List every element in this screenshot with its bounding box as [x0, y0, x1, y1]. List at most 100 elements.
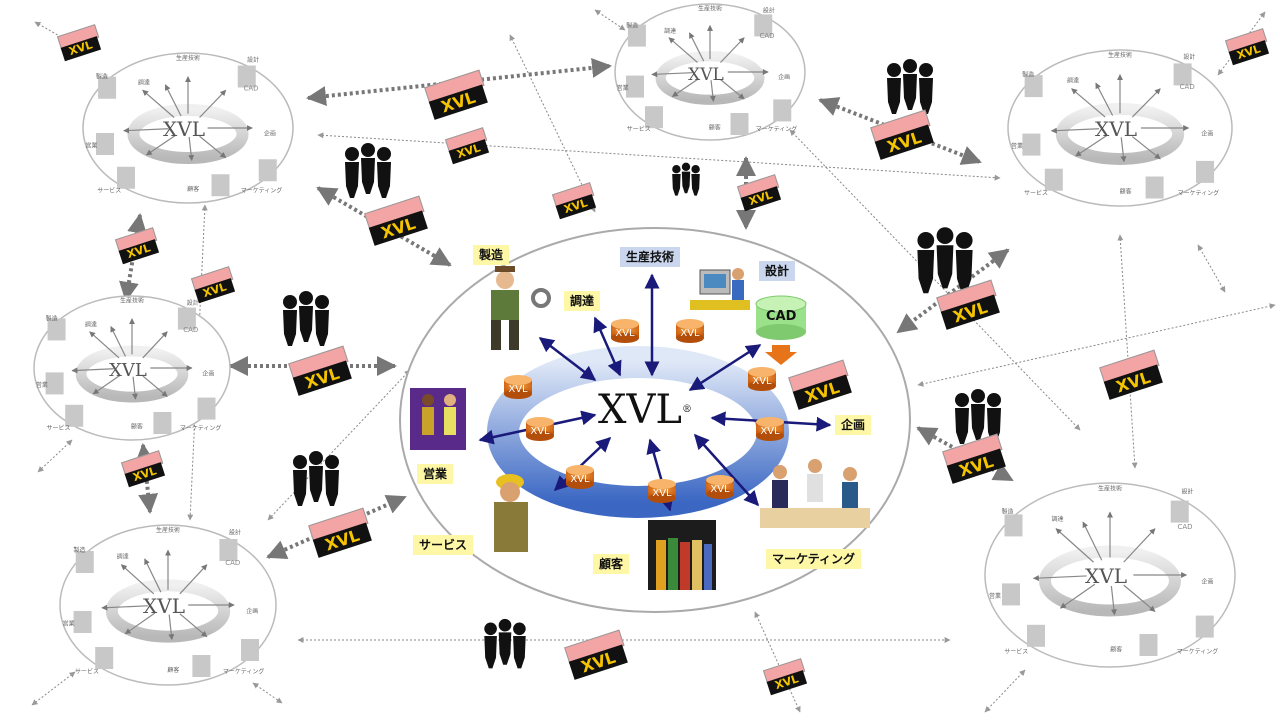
- satellite-role-label: 設計: [229, 528, 241, 536]
- satellite-figure: [153, 412, 172, 434]
- satellite-figure: [1139, 634, 1158, 656]
- xvl-disc-label: XVL: [652, 488, 672, 499]
- manufacturing-worker-figure: [491, 266, 551, 350]
- satellite-arrow: [668, 37, 698, 63]
- satellite-arrow: [720, 37, 745, 63]
- customer-crowd-figure: [648, 520, 716, 590]
- xvl-disc-label: XVL: [508, 384, 528, 395]
- satellite-arrow: [188, 136, 195, 161]
- satellite-figure: [1173, 63, 1192, 86]
- service-worker-figure: [494, 474, 528, 552]
- satellite-arrow: [651, 71, 693, 78]
- satellite-diagram: XVL製造調達生産技術設計企画営業サービス顧客マーケティングCAD: [614, 3, 806, 141]
- satellite-figure: [47, 318, 66, 341]
- satellite-role-label: 生産技術: [698, 4, 722, 12]
- satellite-figure: [219, 539, 238, 561]
- satellite-arrow: [720, 79, 745, 100]
- satellite-figure: [1027, 624, 1045, 647]
- satellite-figure: [730, 113, 749, 135]
- satellite-role-label: 営業: [36, 381, 48, 389]
- satellite-role-label: マーケティング: [241, 187, 283, 195]
- satellite-figure: [1022, 133, 1041, 156]
- satellite-role-label: 企画: [246, 607, 258, 615]
- satellite-role-label: サービス: [627, 125, 651, 133]
- satellite-diagram: XVL製造調達生産技術設計企画営業サービス顧客マーケティングCAD: [82, 52, 294, 204]
- satellite-arrow: [1060, 583, 1096, 609]
- satellite-role-label: 企画: [778, 73, 790, 81]
- satellite-arrow: [671, 78, 699, 97]
- role-manufacturing: 製造: [473, 245, 510, 265]
- satellite-arrow: [1120, 137, 1127, 163]
- satellite-figure: [1170, 500, 1189, 523]
- satellite-role-label: サービス: [1004, 647, 1028, 655]
- satellite-role-label: 生産技術: [156, 526, 180, 534]
- xvl-disc: XVL: [611, 319, 639, 343]
- people-group: [283, 291, 329, 346]
- xvl-disc-label: XVL: [710, 484, 730, 495]
- satellite-figure: [45, 372, 64, 395]
- cad-down-arrow: [765, 345, 797, 365]
- satellite-arrow: [179, 564, 208, 595]
- satellite-role-label: 調達: [1051, 515, 1063, 523]
- registered-mark: ®: [681, 404, 692, 415]
- satellite-xvl-logo: XVL: [109, 360, 147, 381]
- satellite-figure: [773, 99, 792, 122]
- satellite-figure: [1004, 514, 1023, 537]
- satellite-figure: [96, 133, 114, 155]
- xvl-disc: XVL: [756, 417, 784, 441]
- people-groups: [283, 59, 1001, 669]
- satellite-figure: [258, 159, 277, 182]
- satellite-arrow: [688, 32, 705, 62]
- satellite-xvl-logo: XVL: [1095, 117, 1137, 141]
- satellite-role-label: 生産技術: [1098, 485, 1122, 493]
- xvl-disc: XVL: [566, 465, 594, 489]
- satellite-arrow: [1095, 82, 1114, 116]
- satellite-figure: [73, 611, 92, 633]
- xvl-disc-label: XVL: [752, 376, 772, 387]
- satellite-role-label: 営業: [989, 592, 1001, 600]
- satellite-role-label: 製造: [1022, 70, 1034, 78]
- satellite-arrow: [1123, 528, 1156, 563]
- satellite-role-label: 設計: [763, 6, 775, 14]
- satellite-arrow: [1050, 127, 1100, 134]
- sales-figure: [410, 388, 466, 450]
- satellite-role-label: 製造: [1001, 508, 1013, 516]
- people-group: [917, 227, 973, 294]
- satellite-role-label: マーケティング: [223, 668, 265, 676]
- satellite-figure: [117, 166, 135, 189]
- cad-label: CAD: [766, 309, 797, 324]
- satellite-xvl-logo: XVL: [1085, 564, 1127, 588]
- satellite-role-label: サービス: [1024, 189, 1048, 197]
- satellite-cad-label: CAD: [759, 32, 774, 40]
- satellite-role-label: 製造: [46, 315, 58, 323]
- satellite-role-label: 企画: [1201, 578, 1213, 586]
- xvl-disc-label: XVL: [570, 474, 590, 485]
- satellite-arrow: [131, 376, 138, 400]
- xvl-disc-label: XVL: [530, 426, 550, 437]
- satellite-role-label: 顧客: [187, 185, 199, 193]
- satellite-role-label: マーケティング: [180, 424, 222, 432]
- satellite-figure: [95, 647, 114, 669]
- xvl-disc: XVL: [748, 367, 776, 391]
- people-group: [484, 618, 526, 669]
- satellite-role-label: 顧客: [709, 123, 721, 131]
- satellite-figure: [237, 65, 256, 88]
- satellite-role-label: 調達: [1067, 77, 1079, 85]
- satellite-role-label: 製造: [73, 546, 85, 554]
- design-computer-figure: [690, 268, 750, 310]
- satellite-role-label: 企画: [264, 130, 276, 138]
- xvl-disc-label: XVL: [615, 328, 635, 339]
- satellite-xvl-logo: XVL: [688, 65, 724, 85]
- satellite-arrow: [145, 135, 176, 156]
- xvl-logo: XVL®: [598, 388, 692, 432]
- satellite-arrow: [110, 325, 127, 357]
- satellite-role-label: 調達: [664, 27, 676, 35]
- satellite-figure: [241, 639, 259, 661]
- satellite-arrow: [199, 89, 227, 118]
- satellite-role-label: 顧客: [1110, 646, 1122, 654]
- satellite-role-label: 設計: [1181, 487, 1193, 495]
- satellite-arrow: [124, 612, 156, 635]
- satellite-role-label: 企画: [1201, 130, 1213, 138]
